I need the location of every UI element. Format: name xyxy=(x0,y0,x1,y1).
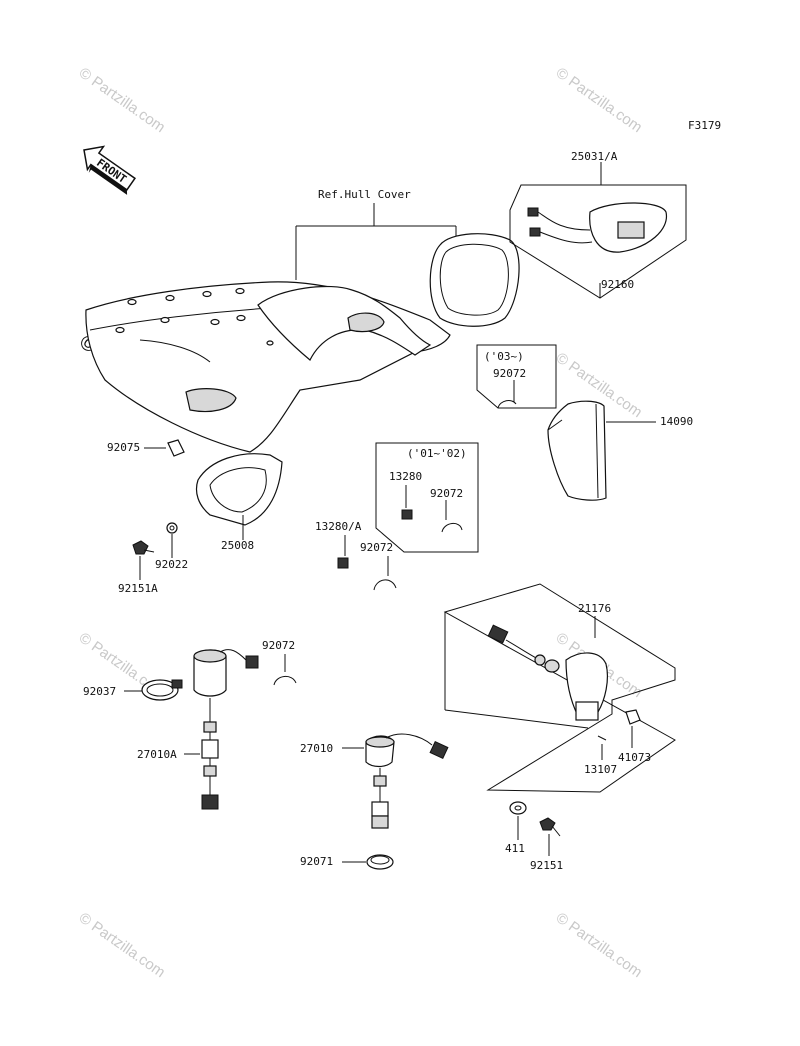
hull-cover xyxy=(85,281,451,453)
figure-code: F3179 xyxy=(688,119,721,132)
label-27010: 27010 xyxy=(300,742,333,755)
label-411: 411 xyxy=(505,842,525,855)
watermark-6: © Partzilla.com xyxy=(76,909,169,981)
label-25031A: 25031/A xyxy=(571,150,618,163)
label-41073: 41073 xyxy=(618,751,651,764)
label-92022: 92022 xyxy=(155,558,188,571)
label-92037: 92037 xyxy=(83,685,116,698)
meter-cover xyxy=(429,233,520,327)
label-year-01-02: ('01~'02) xyxy=(407,447,467,460)
label-21176: 21176 xyxy=(578,602,611,615)
watermark-7: © Partzilla.com xyxy=(553,909,646,981)
label-92075: 92075 xyxy=(107,441,140,454)
washer-411 xyxy=(509,801,527,815)
label-14090: 14090 xyxy=(660,415,693,428)
label-92151A: 92151A xyxy=(118,582,158,595)
label-92071: 92071 xyxy=(300,855,333,868)
front-arrow: FRONT xyxy=(83,145,136,195)
label-92072-low: 92072 xyxy=(262,639,295,652)
label-13280A: 13280/A xyxy=(315,520,362,533)
switch-21176 xyxy=(487,624,641,760)
label-92072-0102: 92072 xyxy=(430,487,463,500)
label-year-03: ('03~) xyxy=(484,350,524,363)
grommet-92071 xyxy=(366,854,394,870)
washer-92022 xyxy=(166,522,178,534)
box-03 xyxy=(476,344,557,409)
sender-27010A xyxy=(193,649,259,810)
meter-group xyxy=(509,162,687,299)
part-92075 xyxy=(167,439,185,457)
label-92151: 92151 xyxy=(530,859,563,872)
ring-92072-mid xyxy=(373,579,397,591)
bracket-25008 xyxy=(195,453,283,526)
box-01-02 xyxy=(375,442,479,553)
label-27010A: 27010A xyxy=(137,748,177,761)
ref-hull-cover-label: Ref.Hull Cover xyxy=(318,188,411,201)
label-92072-03: 92072 xyxy=(493,367,526,380)
clamp-92037 xyxy=(141,679,183,701)
label-25008: 25008 xyxy=(221,539,254,552)
label-13280: 13280 xyxy=(389,470,422,483)
sender-27010 xyxy=(365,733,449,829)
watermark-2: © Partzilla.com xyxy=(553,64,646,136)
screw-92151A xyxy=(132,540,155,555)
screw-92151 xyxy=(539,817,561,837)
label-13107: 13107 xyxy=(584,763,617,776)
label-92072-mid: 92072 xyxy=(360,541,393,554)
label-92160: 92160 xyxy=(601,278,634,291)
sticker-13280A xyxy=(337,557,349,569)
cover-14090 xyxy=(547,400,656,501)
switch-group xyxy=(443,583,676,793)
ring-92072-low xyxy=(273,676,297,686)
watermark-1: © Partzilla.com xyxy=(76,64,169,136)
